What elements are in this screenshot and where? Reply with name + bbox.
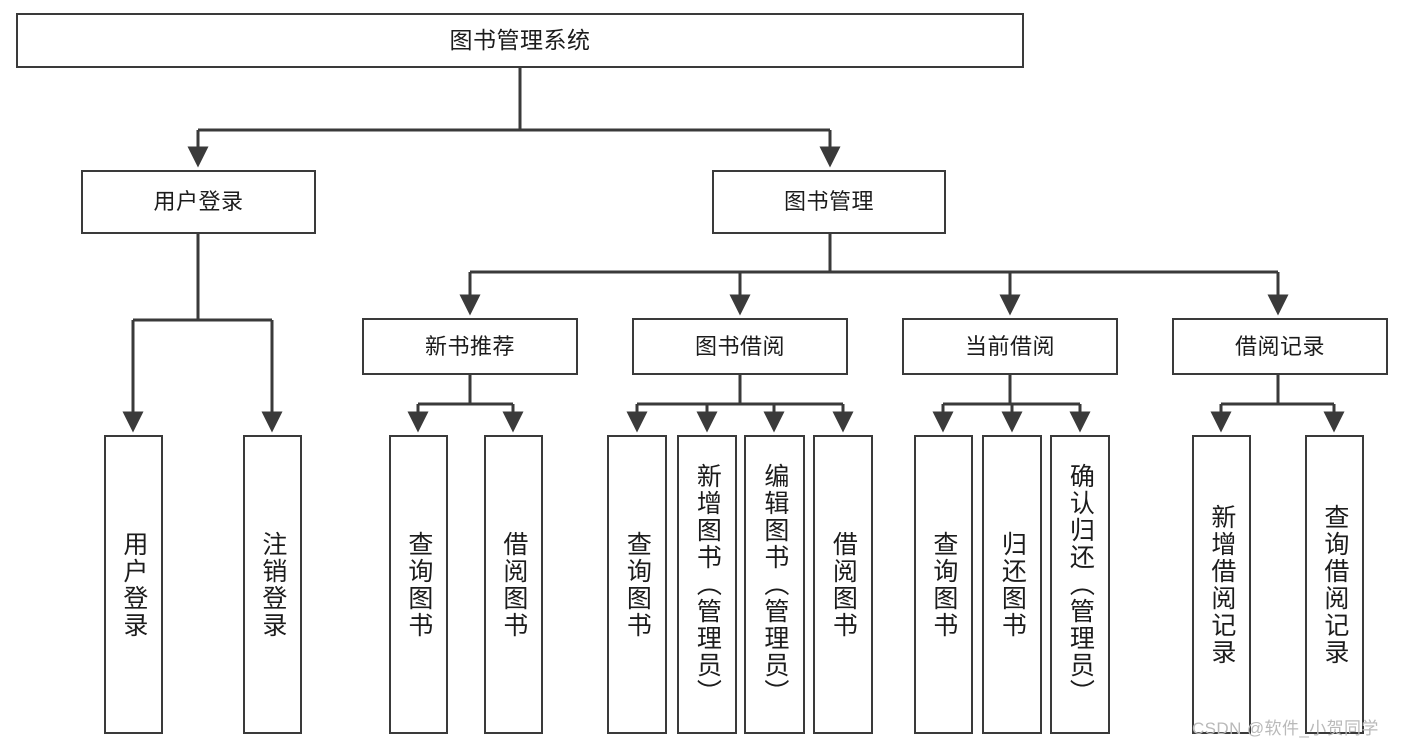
leaf-user-login-login[interactable]: 用户登录 bbox=[104, 435, 163, 734]
node-borrow-record[interactable]: 借阅记录 bbox=[1172, 318, 1388, 375]
leaf-user-login-logout[interactable]: 注销登录 bbox=[243, 435, 302, 734]
leaf-borrow-record-query[interactable]: 查询借阅记录 bbox=[1305, 435, 1364, 734]
leaf-new-book-borrow[interactable]: 借阅图书 bbox=[484, 435, 543, 734]
node-current-borrow-label: 当前借阅 bbox=[964, 333, 1055, 359]
node-user-login-label: 用户登录 bbox=[153, 189, 244, 215]
node-root[interactable]: 图书管理系统 bbox=[16, 13, 1024, 68]
leaf-book-borrow-add[interactable]: 新增图书（管理员） bbox=[677, 435, 737, 734]
leaf-label: 查询图书 bbox=[929, 530, 958, 639]
leaf-label: 查询借阅记录 bbox=[1320, 503, 1349, 666]
leaf-current-borrow-query[interactable]: 查询图书 bbox=[914, 435, 973, 734]
node-current-borrow[interactable]: 当前借阅 bbox=[902, 318, 1118, 375]
leaf-label: 新增图书（管理员） bbox=[693, 463, 722, 706]
leaf-borrow-record-add[interactable]: 新增借阅记录 bbox=[1192, 435, 1251, 734]
leaf-current-borrow-confirm-return[interactable]: 确认归还（管理员） bbox=[1050, 435, 1110, 734]
node-root-label: 图书管理系统 bbox=[449, 27, 591, 54]
node-book-management-label: 图书管理 bbox=[783, 189, 874, 215]
node-user-login[interactable]: 用户登录 bbox=[81, 170, 316, 234]
leaf-label: 确认归还（管理员） bbox=[1066, 463, 1095, 706]
leaf-book-borrow-borrow[interactable]: 借阅图书 bbox=[813, 435, 873, 734]
leaf-label: 编辑图书（管理员） bbox=[760, 463, 789, 706]
leaf-label: 归还图书 bbox=[998, 530, 1027, 639]
leaf-book-borrow-query[interactable]: 查询图书 bbox=[607, 435, 667, 734]
leaf-label: 借阅图书 bbox=[499, 530, 528, 639]
leaf-label: 新增借阅记录 bbox=[1207, 503, 1236, 666]
leaf-label: 借阅图书 bbox=[829, 530, 858, 639]
leaf-label: 注销登录 bbox=[258, 530, 287, 639]
watermark: CSDN @软件_小贺同学 bbox=[1192, 719, 1379, 738]
node-borrow-record-label: 借阅记录 bbox=[1234, 333, 1325, 359]
leaf-label: 查询图书 bbox=[404, 530, 433, 639]
node-book-borrow-label: 图书借阅 bbox=[694, 333, 785, 359]
node-book-borrow[interactable]: 图书借阅 bbox=[632, 318, 848, 375]
leaf-book-borrow-edit[interactable]: 编辑图书（管理员） bbox=[744, 435, 805, 734]
node-book-management[interactable]: 图书管理 bbox=[712, 170, 946, 234]
leaf-current-borrow-return[interactable]: 归还图书 bbox=[982, 435, 1042, 734]
leaf-label: 用户登录 bbox=[119, 530, 148, 639]
node-new-book-recommend[interactable]: 新书推荐 bbox=[362, 318, 578, 375]
node-new-book-recommend-label: 新书推荐 bbox=[424, 333, 515, 359]
leaf-new-book-query[interactable]: 查询图书 bbox=[389, 435, 448, 734]
leaf-label: 查询图书 bbox=[623, 530, 652, 639]
